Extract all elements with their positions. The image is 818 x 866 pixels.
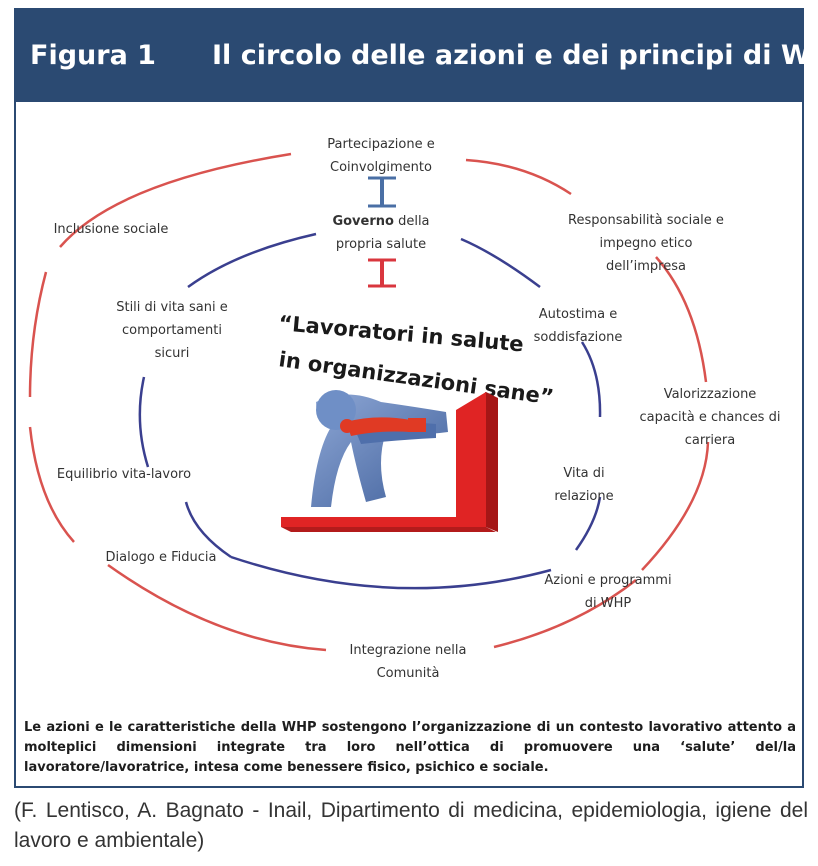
label-responsabilita-3: dell’impresa: [606, 259, 686, 274]
inner-labels: Governo della propria salute Stili di vi…: [116, 214, 622, 504]
label-responsabilita-2: impegno etico: [600, 236, 693, 251]
outer-circle: [28, 152, 710, 652]
double-arrow-blue-icon: [368, 176, 396, 208]
label-stili-3: sicuri: [155, 346, 190, 361]
label-equilibrio: Equilibrio vita-lavoro: [57, 467, 191, 482]
worker-illustration: [281, 390, 498, 532]
double-arrow-red-icon: [368, 258, 396, 288]
label-azioni-1: Azioni e programmi: [544, 573, 671, 588]
outer-labels: Partecipazione e Coinvolgimento Inclusio…: [54, 137, 781, 681]
label-valorizzazione-2: capacità e chances di: [640, 410, 781, 425]
label-autostima-2: soddisfazione: [534, 330, 623, 345]
label-stili-2: comportamenti: [122, 323, 222, 338]
label-autostima-1: Autostima e: [539, 307, 617, 322]
label-dialogo: Dialogo e Fiducia: [106, 550, 217, 565]
label-governo-1: Governo della: [332, 214, 429, 229]
slogan: “Lavoratori in salute in organizzazioni …: [277, 311, 555, 409]
label-governo-2: propria salute: [336, 237, 426, 252]
label-vita-2: relazione: [554, 489, 613, 504]
whp-circle-diagram: Partecipazione e Coinvolgimento Inclusio…: [28, 137, 781, 681]
label-partecipazione-1: Partecipazione e: [327, 137, 434, 152]
label-valorizzazione-1: Valorizzazione: [664, 387, 757, 402]
figure-header: Figura 1 Il circolo delle azioni e dei p…: [16, 10, 818, 102]
label-governo-rest: della: [394, 214, 430, 229]
label-governo-bold: Governo: [332, 214, 394, 229]
label-responsabilita-1: Responsabilità sociale e: [568, 213, 724, 228]
figure-title: Il circolo delle azioni e dei principi d…: [212, 40, 818, 71]
source-credit: (F. Lentisco, A. Bagnato - Inail, Dipart…: [14, 799, 808, 852]
slogan-line-1: “Lavoratori in salute: [278, 311, 525, 356]
figure-caption: Le azioni e le caratteristiche della WHP…: [24, 720, 796, 775]
label-partecipazione-2: Coinvolgimento: [330, 160, 432, 175]
label-vita-1: Vita di: [563, 466, 604, 481]
label-inclusione: Inclusione sociale: [54, 222, 169, 237]
label-integrazione-1: Integrazione nella: [350, 643, 467, 658]
label-azioni-2: di WHP: [585, 596, 632, 611]
inner-circle: [138, 232, 602, 590]
label-valorizzazione-3: carriera: [685, 433, 736, 448]
figure-number: Figura 1: [30, 40, 156, 71]
label-integrazione-2: Comunità: [377, 666, 440, 681]
label-stili-1: Stili di vita sani e: [116, 300, 228, 315]
figure-frame: Figura 1 Il circolo delle azioni e dei p…: [14, 8, 818, 788]
